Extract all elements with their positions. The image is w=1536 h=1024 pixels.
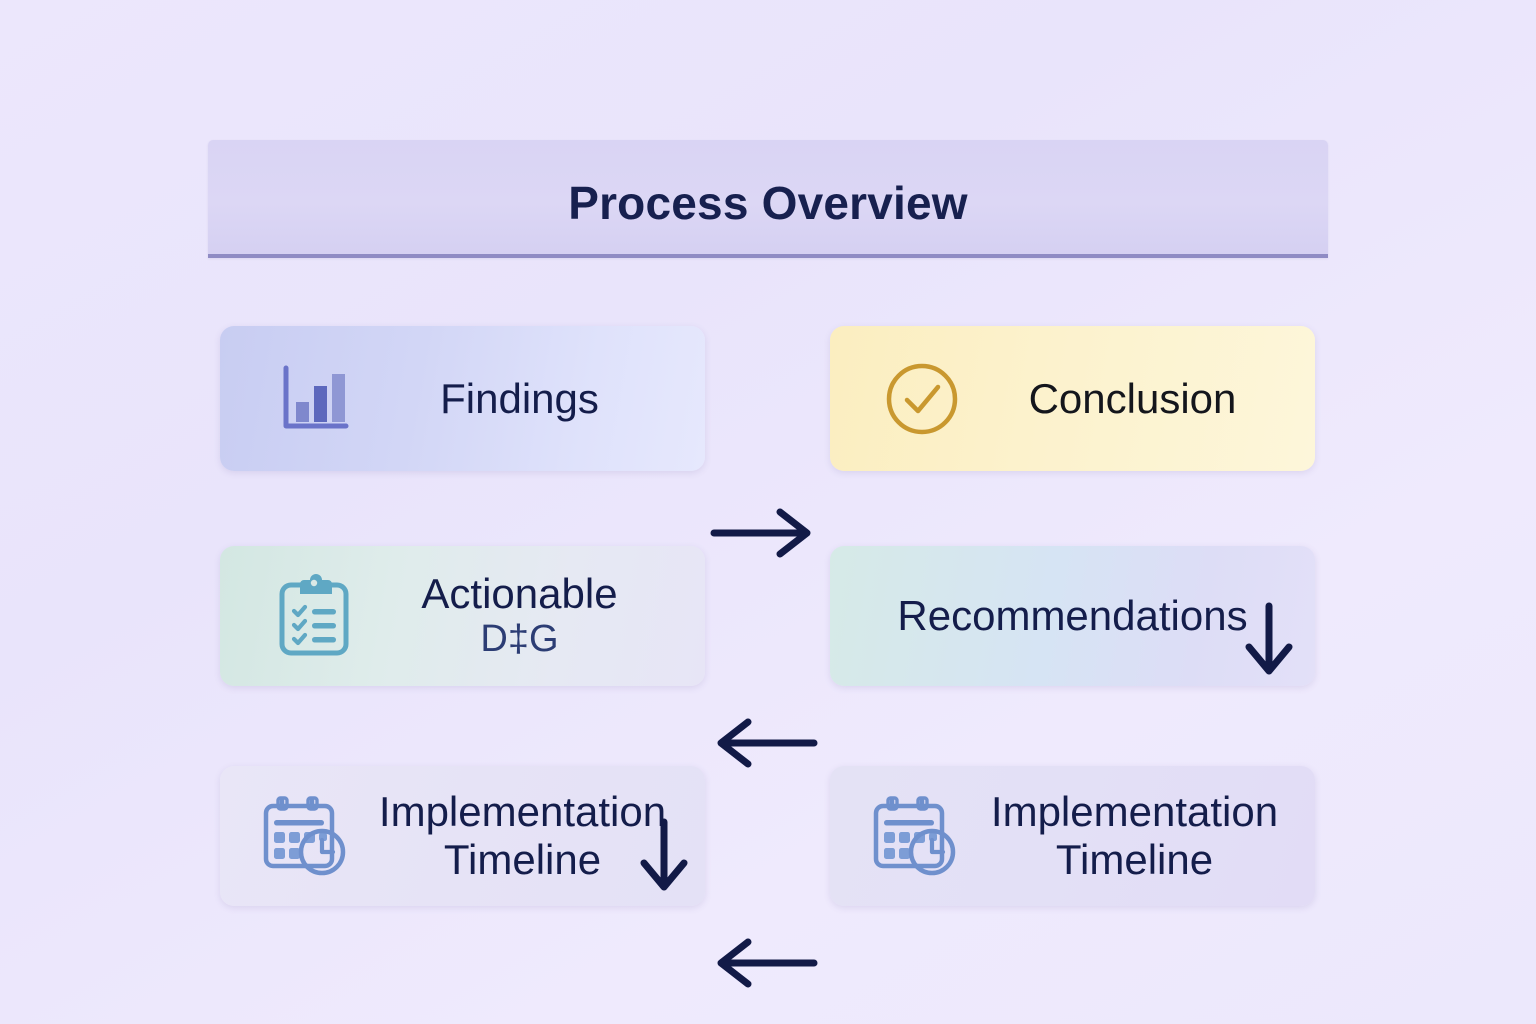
process-overview-diagram: Process Overview Findings Conclusion bbox=[208, 140, 1328, 988]
node-findings-label: Findings bbox=[370, 375, 705, 423]
node-timeline-right-label: Implementation Timeline bbox=[970, 788, 1315, 884]
arrow-right-icon bbox=[708, 502, 820, 569]
node-timeline-left-label: Implementation Timeline bbox=[360, 788, 705, 884]
calendar-clock-icon bbox=[220, 794, 360, 878]
arrow-left-icon bbox=[708, 932, 820, 999]
node-actionable-label: Actionable D‡G bbox=[370, 570, 705, 661]
calendar-clock-icon bbox=[830, 794, 970, 878]
arrow-left-icon bbox=[708, 712, 820, 779]
arrow-down-icon bbox=[633, 818, 695, 901]
node-recommendations-title: Recommendations bbox=[897, 592, 1248, 640]
node-actionable-subtitle: D‡G bbox=[480, 618, 559, 661]
node-conclusion-label: Conclusion bbox=[980, 375, 1315, 423]
clipboard-checklist-icon bbox=[220, 573, 370, 659]
node-conclusion-title: Conclusion bbox=[1028, 374, 1237, 422]
node-recommendations-label: Recommendations bbox=[830, 592, 1315, 640]
node-timeline-right-subtitle: Timeline bbox=[1055, 836, 1214, 883]
node-actionable-title: Actionable bbox=[421, 570, 618, 618]
node-timeline-left-subtitle: Timeline bbox=[443, 836, 602, 883]
node-timeline-right-title: Implementation bbox=[990, 788, 1279, 836]
page-title: Process Overview bbox=[568, 177, 968, 229]
node-timeline-right[interactable]: Implementation Timeline bbox=[830, 766, 1315, 906]
node-recommendations[interactable]: Recommendations bbox=[830, 546, 1315, 686]
node-timeline-left-title: Implementation bbox=[378, 788, 667, 836]
diagram-header: Process Overview bbox=[208, 140, 1328, 258]
node-actionable[interactable]: Actionable D‡G bbox=[220, 546, 705, 686]
check-circle-icon bbox=[830, 358, 980, 440]
arrow-down-icon bbox=[1238, 602, 1300, 685]
bar-chart-icon bbox=[220, 360, 370, 438]
node-timeline-left[interactable]: Implementation Timeline bbox=[220, 766, 705, 906]
node-conclusion[interactable]: Conclusion bbox=[830, 326, 1315, 471]
node-findings-title: Findings bbox=[440, 374, 599, 422]
node-findings[interactable]: Findings bbox=[220, 326, 705, 471]
